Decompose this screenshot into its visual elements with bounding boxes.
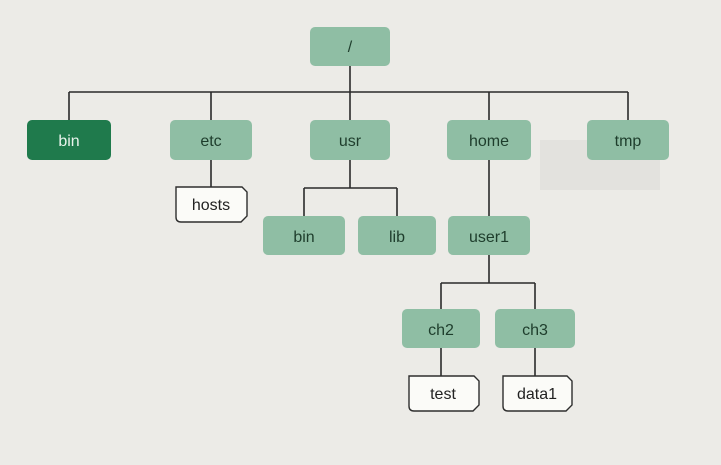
node-user1-box	[448, 216, 530, 255]
file-test-shape	[408, 375, 480, 412]
node-etc-box	[170, 120, 252, 160]
node-user1-label: user1	[469, 229, 509, 246]
node-usr-bin: bin	[263, 216, 345, 255]
file-data1: data1	[502, 375, 573, 412]
node-home: home	[447, 120, 531, 160]
node-usr-label: usr	[339, 133, 362, 150]
file-test: test	[408, 375, 480, 412]
file-data1-shape	[502, 375, 573, 412]
node-usr-box	[310, 120, 390, 160]
node-ch2-label: ch2	[428, 322, 454, 339]
node-root: /	[310, 27, 390, 66]
node-usr-bin-box	[263, 216, 345, 255]
connector-lines	[68, 66, 629, 376]
node-usr-lib-label: lib	[389, 229, 405, 246]
node-bin-box	[27, 120, 111, 160]
node-etc-label: etc	[200, 133, 221, 150]
node-usr-bin-label: bin	[293, 229, 314, 246]
node-bin-label: bin	[58, 133, 79, 150]
file-hosts-label: hosts	[192, 197, 230, 214]
node-ch2-box	[402, 309, 480, 348]
node-home-box	[447, 120, 531, 160]
node-usr-lib-box	[358, 216, 436, 255]
node-bin: bin	[27, 120, 111, 160]
node-root-label: /	[348, 39, 353, 56]
node-ch3: ch3	[495, 309, 575, 348]
node-ch3-box	[495, 309, 575, 348]
node-tmp-label: tmp	[615, 133, 642, 150]
node-user1: user1	[448, 216, 530, 255]
file-hosts-shape	[175, 186, 248, 223]
node-etc: etc	[170, 120, 252, 160]
file-hosts: hosts	[175, 186, 248, 223]
node-usr-lib: lib	[358, 216, 436, 255]
node-usr: usr	[310, 120, 390, 160]
node-home-label: home	[469, 133, 509, 150]
node-tmp-box	[587, 120, 669, 160]
file-test-label: test	[430, 386, 456, 403]
node-ch2: ch2	[402, 309, 480, 348]
node-root-box	[310, 27, 390, 66]
node-ch3-label: ch3	[522, 322, 548, 339]
file-data1-label: data1	[517, 386, 557, 403]
node-tmp: tmp	[587, 120, 669, 160]
